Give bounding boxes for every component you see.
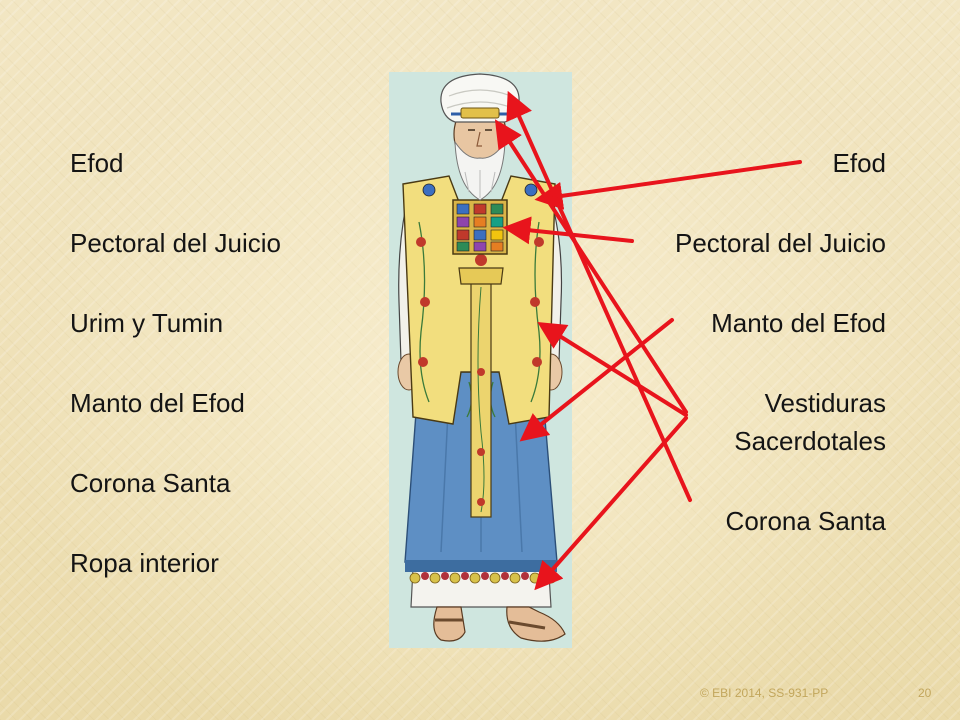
arrow-manto xyxy=(519,318,674,442)
left-label-efod: Efod xyxy=(70,148,124,178)
arrow-vestiduras-head xyxy=(494,119,688,414)
left-label-manto: Manto del Efod xyxy=(70,388,245,418)
left-label-urim-tumin: Urim y Tumin xyxy=(70,308,224,338)
left-label-corona: Corona Santa xyxy=(70,468,231,498)
footer-credit: © EBI 2014, SS-931-PP xyxy=(700,686,829,700)
right-label-pectoral: Pectoral del Juicio xyxy=(675,228,886,258)
arrow-vestiduras-lower xyxy=(534,416,688,591)
right-label-manto: Manto del Efod xyxy=(711,308,886,338)
page-number: 20 xyxy=(918,686,932,700)
arrow-corona xyxy=(506,90,692,502)
arrow-vestiduras-upper xyxy=(537,322,688,417)
right-label-vestiduras: Vestiduras Sacerdotales xyxy=(734,388,886,456)
right-label-efod: Efod xyxy=(832,148,887,178)
left-label-ropa-interior: Ropa interior xyxy=(70,548,219,578)
right-label-corona: Corona Santa xyxy=(725,506,886,536)
left-label-pectoral: Pectoral del Juicio xyxy=(70,228,281,258)
arrow-efod xyxy=(534,160,802,210)
